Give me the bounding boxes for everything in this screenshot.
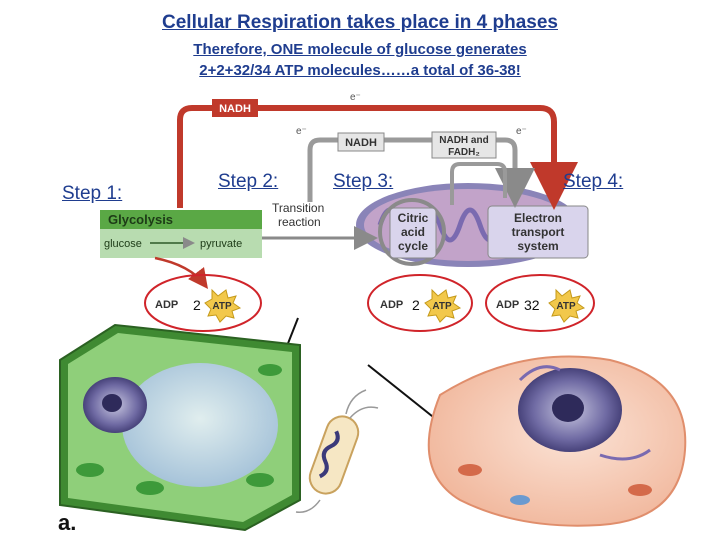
plant-cell-illustration [59,323,301,532]
nadh-mid-label: NADH [345,137,377,149]
atp-output-ets: ADP 32 ATP [485,274,595,332]
nadh-red-path [177,105,578,210]
animal-cell-illustration [427,355,687,527]
ets-label-3: system [517,239,558,253]
electron-label-top: e⁻ [350,92,361,103]
page-title: Cellular Respiration takes place in 4 ph… [162,12,558,33]
step-1-label: Step 1: [62,183,123,204]
atp-count: 2 [412,297,420,313]
adp-label: ADP [155,299,178,311]
step-3-label: Step 3: [333,171,394,192]
figure-label: a. [58,510,76,535]
nadh-fadh-box [431,131,497,159]
electron-transport-box: Electron transport system [487,205,589,259]
atp-output-citric: ADP 2 ATP [367,274,473,332]
atp-count: 2 [193,297,201,313]
transition-label-1: Transition [272,201,324,215]
pyruvate-label: pyruvate [200,238,242,250]
glycolysis-label: Glycolysis [108,212,173,227]
fadh-path [450,162,507,205]
atp-output-glycolysis: ADP 2 ATP [144,274,262,332]
glycolysis-box: Glycolysis glucose pyruvate [100,210,262,258]
nadh-top-label: NADH [219,103,251,115]
bacterium-illustration [295,389,379,513]
subtitle-line-1: Therefore, ONE molecule of glucose gener… [193,41,527,58]
adp-label: ADP [380,299,403,311]
transition-label-2: reaction [278,215,321,229]
atp-count: 32 [524,297,540,313]
glucose-label: glucose [104,238,142,250]
ets-label-2: transport [512,225,565,239]
subtitle-line-2: 2+2+32/34 ATP molecules……a total of 36-3… [199,62,521,79]
nadh-fadh-label-2: FADH₂ [448,147,480,158]
nadh-mid-box [337,132,385,152]
adp-label: ADP [496,299,519,311]
step-2-label: Step 2: [218,171,279,192]
glycolysis-atp-arrow [154,256,209,289]
nadh-top-box [212,99,258,117]
citric-label-3: cycle [398,239,428,253]
nadh-fadh-label-1: NADH and [439,135,488,146]
citric-acid-cycle: Citric acid cycle [378,198,446,266]
ets-label-1: Electron [514,211,562,225]
step-4-label: Step 4: [563,171,624,192]
citric-label-1: Citric [398,211,429,225]
atp-label: ATP [432,301,452,312]
citric-label-2: acid [401,225,425,239]
electron-label-right: e⁻ [516,126,527,137]
nadh-gray-path [307,137,535,208]
electron-label-mid: e⁻ [296,126,307,137]
atp-label: ATP [212,301,232,312]
atp-label: ATP [556,301,576,312]
